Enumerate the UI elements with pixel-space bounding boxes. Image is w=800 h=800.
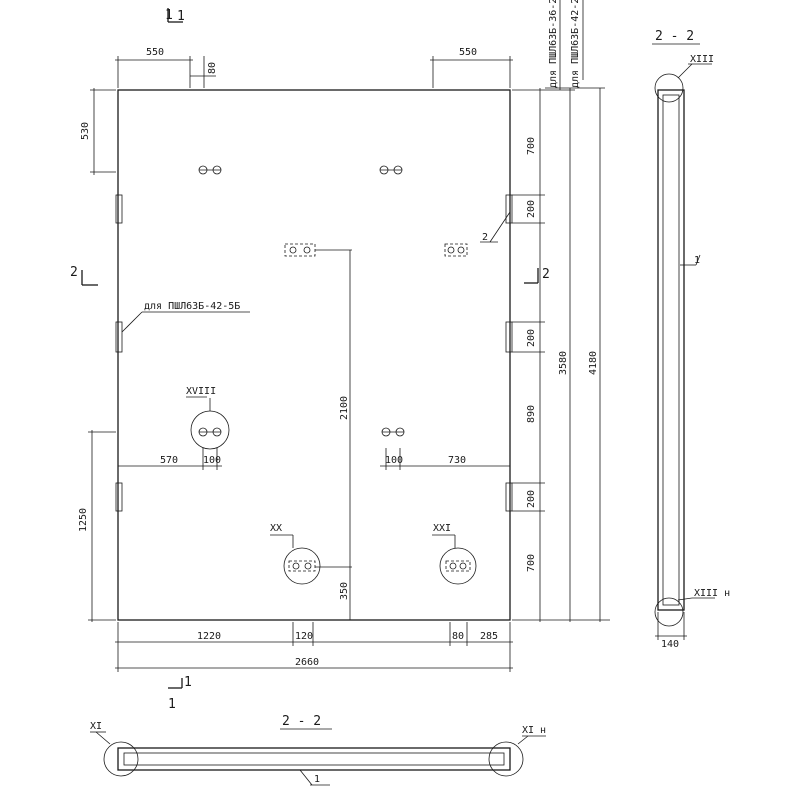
right-plate-top [505, 194, 513, 224]
side-dim-140: 140 [661, 639, 679, 650]
embedded-item-right [444, 243, 468, 257]
bottom-section-body [90, 731, 546, 786]
dim-mid-100a: 100 [203, 455, 221, 466]
leader-2 [480, 211, 511, 243]
dim-right-700b: 700 [526, 554, 537, 572]
dim-bottom-lines [115, 622, 513, 672]
dim-bottom-120: 120 [295, 631, 313, 642]
mid-loops [381, 427, 405, 437]
top-loops-left [198, 165, 222, 175]
side-node-xiii: XIII [690, 54, 714, 65]
leader-for-panel [121, 311, 250, 333]
dim-bottom-285: 285 [480, 631, 498, 642]
node-xviii [186, 396, 230, 450]
left-plate-mid [115, 321, 123, 353]
right-plate-bottom [505, 482, 513, 512]
dim-right-890: 890 [526, 405, 537, 423]
dim-left-1250: 1250 [78, 508, 89, 532]
side-node-xiii-n: XIII н [694, 588, 730, 599]
dim-mid-lines [118, 448, 510, 470]
dim-right-200b: 200 [526, 329, 537, 347]
dim-center-350: 350 [339, 582, 350, 600]
node-xxi [432, 534, 477, 585]
cut-1-bottom-arrow: 1 [184, 675, 192, 690]
side-section-body [654, 63, 715, 640]
left-plate-top [115, 194, 123, 224]
dim-top-80: 80 [207, 62, 218, 74]
embedded-item-left [284, 243, 316, 257]
right-plate-mid [505, 321, 513, 353]
node-xviii-label: XVIII [186, 386, 216, 397]
dim-center-2100: 2100 [339, 396, 350, 420]
side-section-title: 2 - 2 [655, 29, 694, 44]
dim-top-550-left: 550 [146, 47, 164, 58]
cut-1-top-num: 1 [165, 8, 173, 23]
dim-right-3580: 3580 [558, 351, 569, 375]
label-vertical-42: для ПШЛ63Б-42-2Б [570, 0, 581, 88]
dim-bottom-80: 80 [452, 631, 464, 642]
node-xx-label: XX [270, 523, 282, 534]
dim-right-200a: 200 [526, 200, 537, 218]
node-xxi-label: XXI [433, 523, 451, 534]
left-plate-bottom [115, 482, 123, 512]
leader-2-label: 2 [482, 232, 488, 243]
dim-top-lines [115, 56, 513, 88]
bottom-node-xi: XI [90, 721, 102, 732]
cut-1-top-arrow: 1 [177, 9, 185, 24]
cut-2-left [81, 270, 98, 286]
dim-left-lines [88, 88, 116, 622]
dim-mid-730: 730 [448, 455, 466, 466]
cut-2-right-num: 2 [542, 267, 550, 282]
cut-1-bottom [168, 678, 183, 689]
panel-outline [117, 89, 511, 621]
dim-right-lines [512, 0, 610, 622]
cut-1-top [167, 8, 183, 23]
top-loops-right [379, 165, 403, 175]
dim-top-550-right: 550 [459, 47, 477, 58]
cut-2-left-num: 2 [70, 265, 78, 280]
node-xx [270, 534, 321, 585]
side-pos-1: 1 [694, 255, 700, 266]
bottom-node-xi-n: XI н [522, 725, 546, 736]
dim-right-700a: 700 [526, 137, 537, 155]
dim-bottom-1220: 1220 [197, 631, 221, 642]
dim-mid-100b: 100 [385, 455, 403, 466]
bottom-pos-1: 1 [314, 774, 320, 785]
cut-2-right [524, 268, 539, 284]
bottom-section-title: 2 - 2 [282, 714, 321, 729]
dim-mid-570: 570 [160, 455, 178, 466]
label-for-panel: для ПШЛ63Б-42-5Б [144, 301, 240, 312]
label-vertical-36: для ПШЛ63Б-36-2Б [548, 0, 559, 88]
dim-right-200c: 200 [526, 490, 537, 508]
dim-right-4180: 4180 [588, 351, 599, 375]
dim-bottom-2660: 2660 [295, 657, 319, 668]
dim-left-530: 530 [80, 122, 91, 140]
cut-1-bottom-num: 1 [168, 697, 176, 712]
